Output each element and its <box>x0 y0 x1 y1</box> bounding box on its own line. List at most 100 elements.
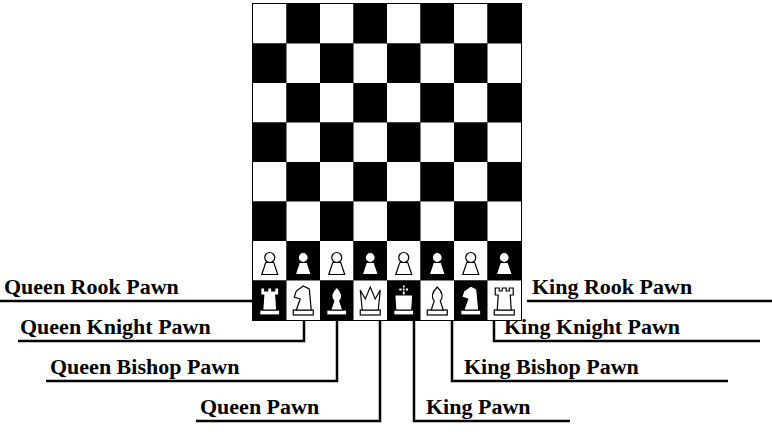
piece-base <box>394 310 414 315</box>
dark-square <box>354 241 388 281</box>
light-square <box>287 202 321 242</box>
rook-piece <box>494 288 514 315</box>
piece-base <box>461 310 481 315</box>
light-square <box>488 202 522 242</box>
light-square <box>354 202 388 242</box>
piece-body <box>360 287 380 310</box>
piece-base <box>360 310 380 315</box>
pawn-body <box>329 263 345 275</box>
dark-square <box>454 202 488 242</box>
pawn-head <box>365 253 375 263</box>
dark-square <box>488 241 522 281</box>
chess-pieces <box>260 253 515 316</box>
light-square <box>454 4 488 44</box>
dark-square <box>320 202 354 242</box>
light-square <box>253 4 287 44</box>
dark-square <box>488 4 522 44</box>
light-square <box>387 83 421 123</box>
light-square <box>320 162 354 202</box>
light-square <box>354 123 388 163</box>
dark-square <box>320 281 354 321</box>
pawn-body <box>463 263 479 275</box>
dark-square <box>454 44 488 84</box>
light-square <box>354 281 388 321</box>
pawn-body <box>429 263 445 275</box>
dark-square <box>253 202 287 242</box>
light-square <box>454 83 488 123</box>
light-square <box>253 241 287 281</box>
dark-square <box>287 241 321 281</box>
light-square <box>253 83 287 123</box>
light-square <box>287 281 321 321</box>
pawn-piece <box>329 253 345 275</box>
piece-body <box>462 286 479 310</box>
dark-square <box>320 44 354 84</box>
pawn-head <box>332 253 342 263</box>
dark-square <box>354 162 388 202</box>
chessboard <box>252 3 522 321</box>
light-square <box>387 4 421 44</box>
pawn-head <box>432 253 442 263</box>
light-square <box>387 162 421 202</box>
light-square <box>387 241 421 281</box>
dark-square <box>488 83 522 123</box>
pawn-body <box>396 263 412 275</box>
dark-square <box>287 162 321 202</box>
pawn-label: Queen Pawn <box>200 395 319 419</box>
pawn-label: Queen Rook Pawn <box>4 275 179 299</box>
pawn-head <box>298 253 308 263</box>
light-square <box>454 162 488 202</box>
light-square <box>287 123 321 163</box>
knight-piece <box>461 286 481 315</box>
pawn-head <box>499 253 509 263</box>
piece-body <box>294 286 311 310</box>
pawn-label: Queen Bishop Pawn <box>50 355 240 379</box>
light-square <box>421 123 455 163</box>
light-square <box>421 44 455 84</box>
bishop-piece <box>427 287 447 315</box>
dark-square <box>387 44 421 84</box>
light-square <box>488 44 522 84</box>
pawn-piece <box>396 253 412 275</box>
dark-square <box>421 4 455 44</box>
pawn-body <box>496 263 512 275</box>
light-square <box>320 83 354 123</box>
piece-base <box>327 310 347 315</box>
light-square <box>488 123 522 163</box>
piece-body <box>331 287 343 310</box>
light-square <box>354 44 388 84</box>
pawn-head <box>399 253 409 263</box>
pawn-piece <box>262 253 278 275</box>
pawn-body <box>295 263 311 275</box>
piece-body <box>395 285 413 310</box>
pawn-body <box>362 263 378 275</box>
piece-body <box>431 287 443 310</box>
pawn-piece <box>429 253 445 275</box>
dark-square <box>253 123 287 163</box>
pawn-label: King Rook Pawn <box>532 275 692 299</box>
leader-line <box>0 300 262 303</box>
light-square <box>320 4 354 44</box>
piece-base <box>427 310 447 315</box>
pawn-body <box>262 263 278 275</box>
pawn-head <box>466 253 476 263</box>
king-piece <box>394 285 414 315</box>
light-square <box>253 162 287 202</box>
pawn-head <box>265 253 275 263</box>
pawn-label: King Bishop Pawn <box>464 355 639 379</box>
board-border <box>252 3 522 321</box>
light-square <box>320 241 354 281</box>
piece-base <box>293 310 313 315</box>
knight-piece <box>293 286 313 315</box>
bishop-piece <box>327 287 347 315</box>
rook-piece <box>260 288 280 315</box>
dark-square <box>421 162 455 202</box>
dark-square <box>421 241 455 281</box>
dark-square <box>454 123 488 163</box>
dark-square <box>387 281 421 321</box>
dark-square <box>287 4 321 44</box>
dark-square <box>488 162 522 202</box>
dark-square <box>320 123 354 163</box>
light-square <box>454 241 488 281</box>
pawn-piece <box>463 253 479 275</box>
